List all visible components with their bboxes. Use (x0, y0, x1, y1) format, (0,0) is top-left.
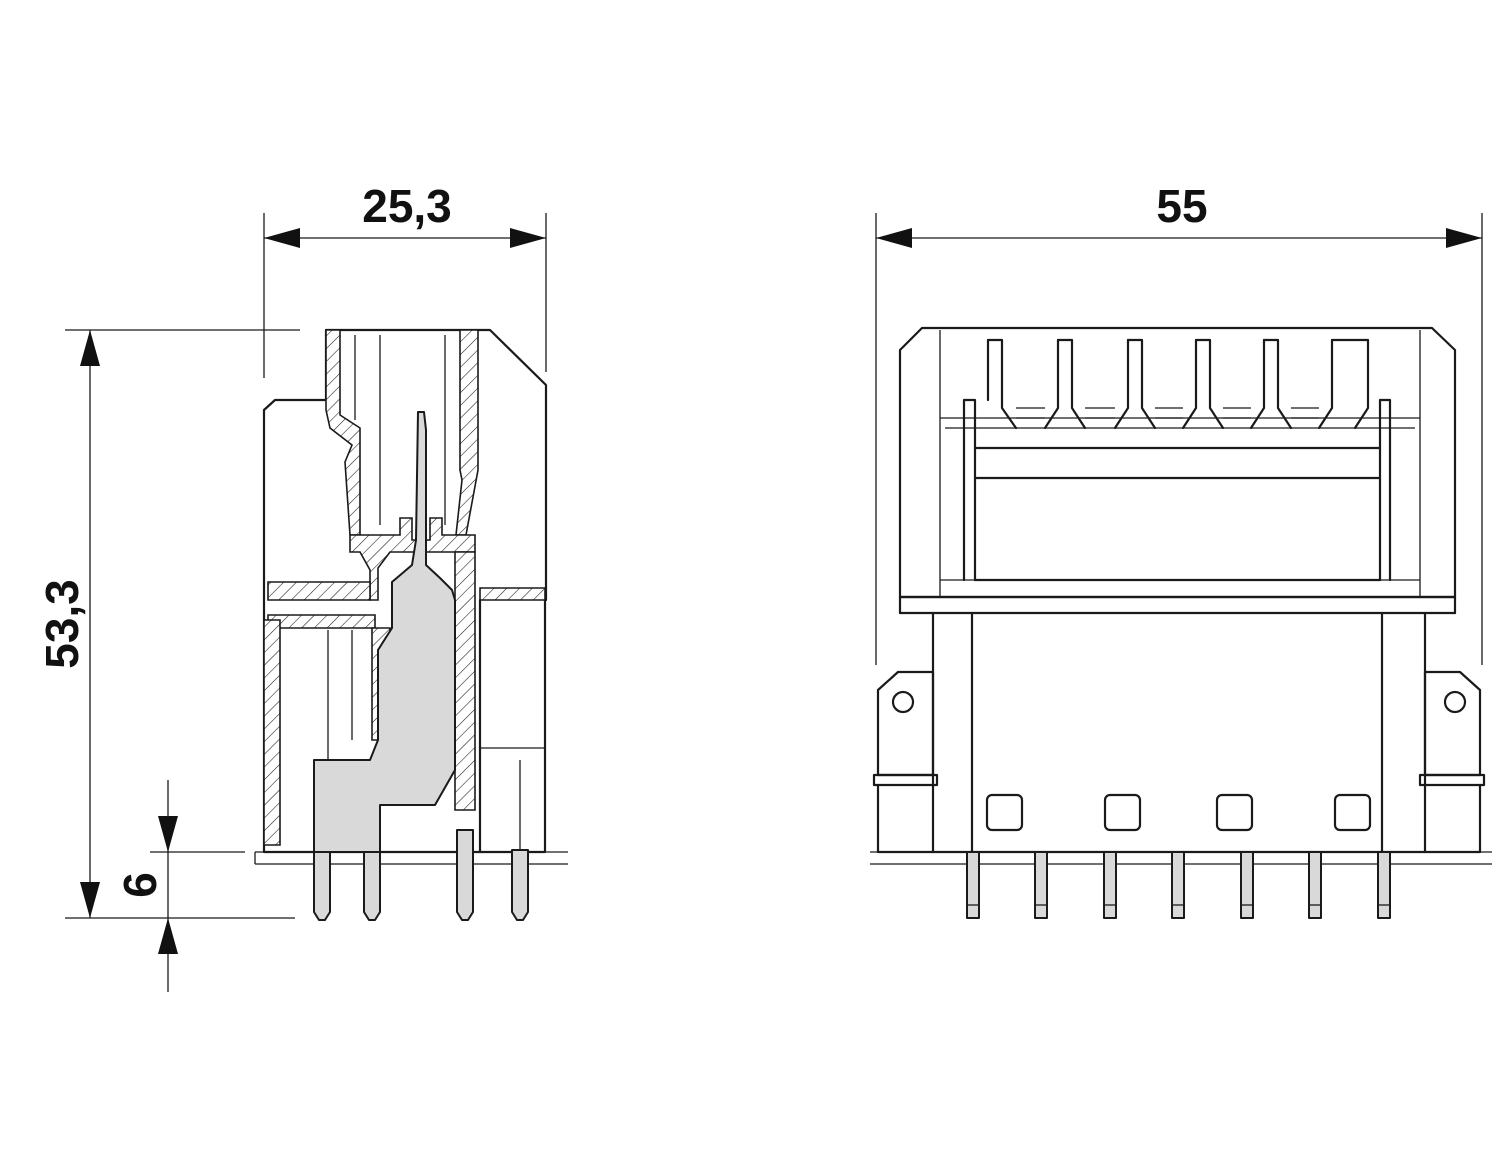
total-height-label: 53,3 (36, 579, 88, 669)
dimension-total-height: 53,3 (36, 329, 300, 919)
front-view (870, 326, 1492, 919)
front-pins (966, 851, 1391, 919)
front-width-label: 55 (1156, 180, 1207, 232)
dimension-side-width: 25,3 (263, 180, 547, 378)
comb-slots (986, 338, 1370, 430)
dimension-pin-length: 6 (114, 780, 245, 992)
side-width-label: 25,3 (362, 180, 452, 232)
dimension-front-width: 55 (875, 180, 1483, 665)
side-view (254, 328, 568, 921)
pin-length-label: 6 (114, 872, 166, 898)
